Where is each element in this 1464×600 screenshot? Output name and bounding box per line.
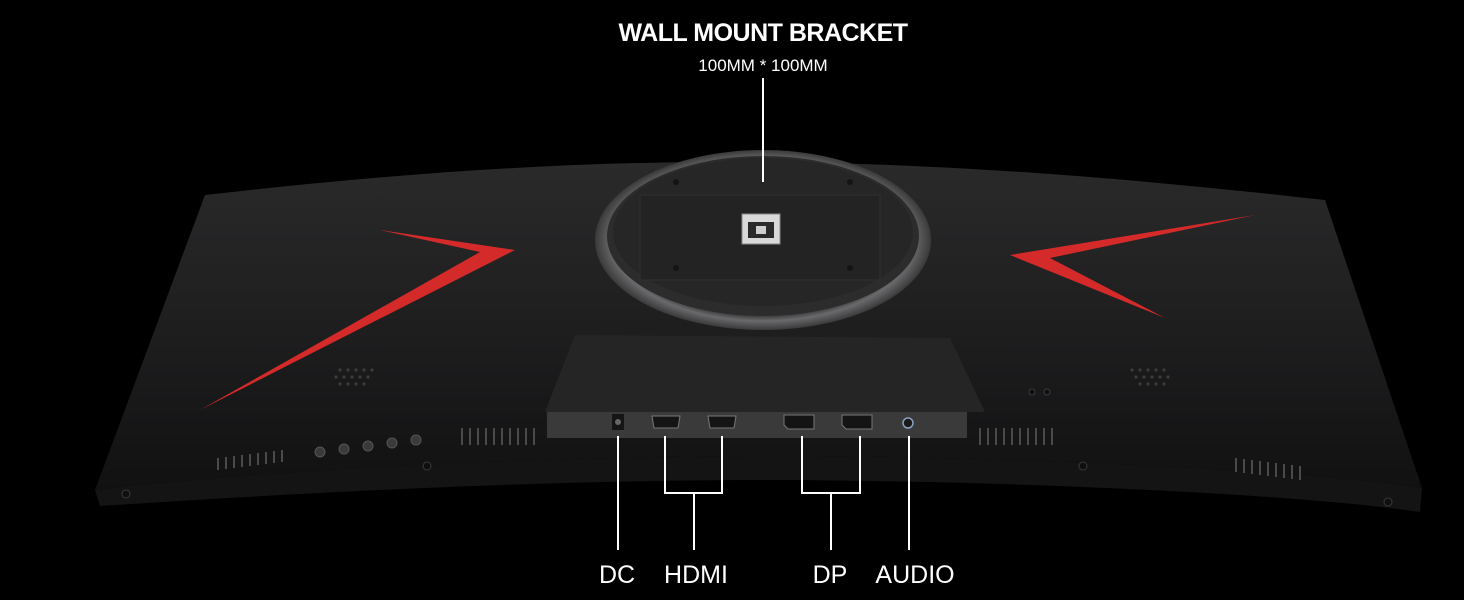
vent-left <box>217 428 535 470</box>
red-accent-right <box>1010 215 1255 318</box>
speaker-grille-right <box>1130 368 1170 386</box>
port-label-dc: DC <box>599 561 635 589</box>
port-audio <box>902 417 914 429</box>
control-buttons <box>314 434 422 458</box>
port-label-dp: DP <box>813 561 848 589</box>
port-hdmi-2 <box>707 415 737 429</box>
port-hdmi-1 <box>651 415 681 429</box>
port-dp-1 <box>783 414 815 430</box>
screws <box>121 388 1393 507</box>
red-accent-left <box>200 230 515 410</box>
port-bay-recess <box>545 335 985 412</box>
speaker-grille-left <box>334 368 374 386</box>
port-label-hdmi: HDMI <box>664 561 728 589</box>
port-label-audio: AUDIO <box>875 561 954 589</box>
mount-title: WALL MOUNT BRACKET <box>618 19 907 47</box>
ports <box>612 414 914 430</box>
stand-mount <box>595 150 931 330</box>
callout-lines <box>617 78 910 550</box>
mount-size: 100MM * 100MM <box>698 56 827 75</box>
port-dp-2 <box>841 414 873 430</box>
vent-right <box>979 428 1301 480</box>
